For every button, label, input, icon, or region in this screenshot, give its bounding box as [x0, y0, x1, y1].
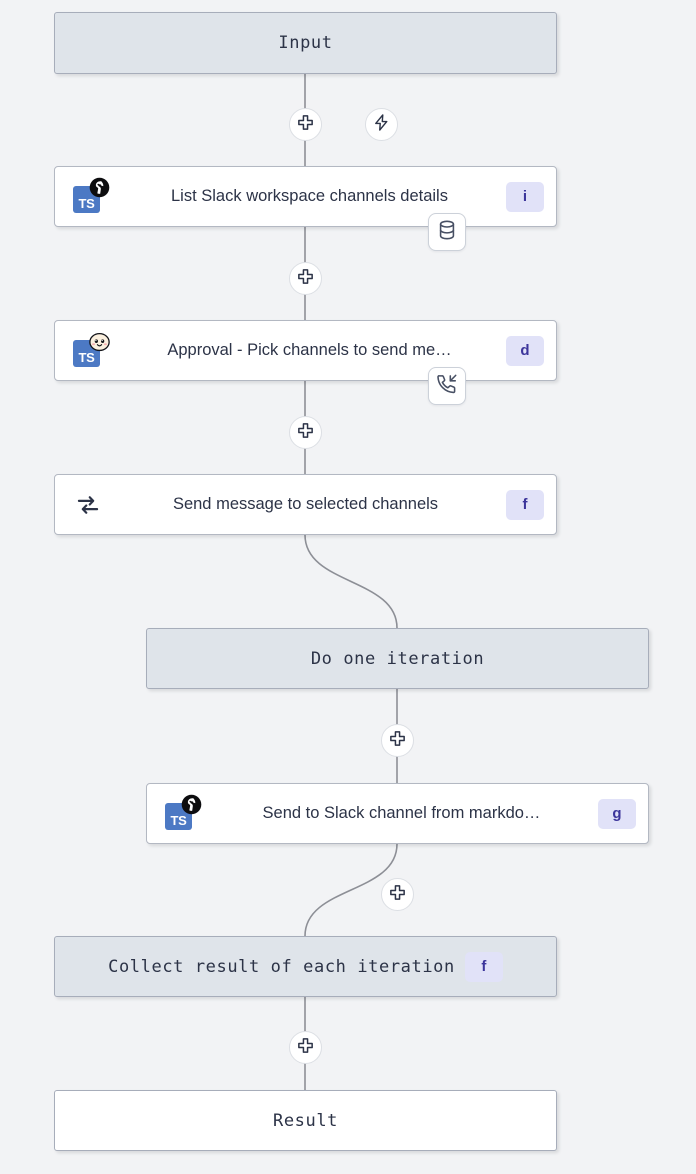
node-label: Send message to selected channels — [172, 495, 439, 513]
node-label: Result — [272, 1110, 338, 1131]
loop-icon — [71, 490, 105, 520]
typescript-deno-icon: TS — [161, 794, 205, 834]
node-b[interactable]: TS Approval - Pick channels to send me… d — [54, 320, 557, 381]
node-collect[interactable]: Collect result of each iteration f — [54, 936, 557, 997]
database-icon — [436, 219, 458, 246]
bun-icon — [89, 331, 110, 352]
plus-icon — [296, 1036, 315, 1060]
typescript-deno-icon: TS — [69, 177, 113, 217]
add-step-button[interactable] — [289, 108, 322, 141]
add-step-button[interactable] — [289, 416, 322, 449]
add-step-button[interactable] — [381, 878, 414, 911]
node-label: Do one iteration — [310, 648, 485, 669]
deno-icon — [89, 177, 110, 198]
node-label: Send to Slack channel from markdo… — [262, 804, 541, 822]
phone-incoming-icon-badge[interactable] — [428, 367, 466, 405]
node-input[interactable]: Input — [54, 12, 557, 74]
node-letter-badge: i — [506, 181, 544, 212]
plus-icon — [296, 267, 315, 291]
node-letter-badge: f — [506, 489, 544, 520]
node-letter-badge: f — [464, 951, 503, 982]
node-letter-badge: d — [506, 335, 544, 366]
node-label: Input — [278, 33, 333, 53]
add-step-button[interactable] — [289, 1031, 322, 1064]
typescript-bun-icon: TS — [69, 331, 113, 371]
node-a[interactable]: TS List Slack workspace channels details i — [54, 166, 557, 227]
node-letter-badge: g — [598, 798, 636, 829]
plus-icon — [388, 883, 407, 907]
node-label: Collect result of each iteration — [108, 956, 455, 977]
node-label: List Slack workspace channels details — [171, 187, 448, 205]
database-icon-badge[interactable] — [428, 213, 466, 251]
plus-icon — [296, 421, 315, 445]
typescript-icon: TS — [73, 339, 100, 367]
node-label: Approval - Pick channels to send me… — [167, 341, 452, 359]
plus-icon — [296, 113, 315, 137]
phone-incoming-icon — [436, 373, 458, 400]
add-step-button[interactable] — [289, 262, 322, 295]
deno-icon — [181, 794, 202, 815]
lightning-icon — [372, 113, 391, 137]
edge-e-c-iter — [304, 534, 398, 629]
plus-icon — [388, 729, 407, 753]
node-c[interactable]: Send message to selected channels f — [54, 474, 557, 535]
add-step-button[interactable] — [381, 724, 414, 757]
add-trigger-button[interactable] — [365, 108, 398, 141]
node-g[interactable]: TS Send to Slack channel from markdo… g — [146, 783, 649, 844]
node-iter[interactable]: Do one iteration — [146, 628, 649, 689]
node-result[interactable]: Result — [54, 1090, 557, 1151]
